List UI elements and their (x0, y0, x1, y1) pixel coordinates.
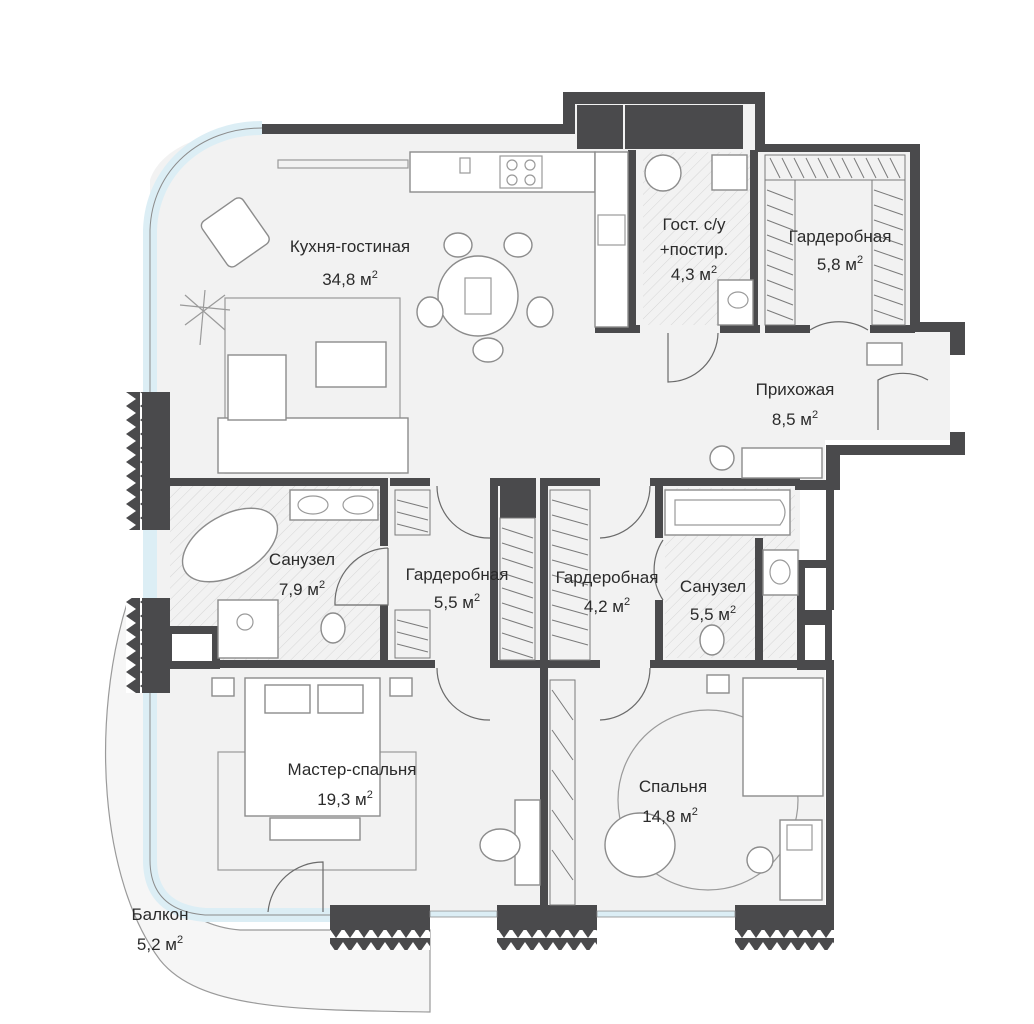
room-name-guest-wc: Гост. с/у (662, 215, 726, 234)
room-area-bathroom-left: 7,9 м2 (279, 579, 325, 599)
room-area-wardrobe-mid-right: 4,2 м2 (584, 596, 630, 616)
room-name-kitchen-living: Кухня-гостиная (290, 237, 410, 256)
doors (267, 321, 929, 913)
room-name-hallway: Прихожая (756, 380, 835, 399)
room-area-kitchen-living: 34,8 м2 (322, 269, 378, 289)
room-area-wardrobe-mid-left: 5,5 м2 (434, 592, 480, 612)
dining-set (416, 232, 554, 363)
room-area-hallway: 8,5 м2 (772, 409, 818, 429)
room-name-balcony: Балкон (131, 905, 188, 924)
room-area-bathroom-right: 5,5 м2 (690, 604, 736, 624)
room-name2-guest-wc: +постир. (660, 240, 729, 259)
room-area-balcony: 5,2 м2 (137, 934, 183, 954)
room-name-bathroom-right: Санузел (680, 577, 746, 596)
bathroom-right-fixtures (664, 489, 799, 656)
guest-wc-fixtures (644, 154, 754, 326)
room-area-bedroom: 14,8 м2 (642, 806, 698, 826)
living-room-furniture (179, 197, 409, 474)
room-name-wardrobe-mid-left: Гардеробная (406, 565, 509, 584)
hallway-furniture (709, 342, 903, 479)
room-area-guest-wc: 4,3 м2 (671, 264, 717, 284)
kitchen-counter (277, 151, 629, 328)
room-area-wardrobe-top: 5,8 м2 (817, 254, 863, 274)
room-name-master-bedroom: Мастер-спальня (287, 760, 416, 779)
room-area-master-bedroom: 19,3 м2 (317, 789, 373, 809)
master-bedroom-furniture (211, 677, 541, 886)
room-name-bathroom-left: Санузел (269, 550, 335, 569)
walls (126, 92, 965, 950)
wardrobe-units (394, 154, 906, 906)
bathroom-left-fixtures (181, 489, 379, 659)
room-name-wardrobe-top: Гардеробная (789, 227, 892, 246)
bedroom-furniture (604, 674, 824, 901)
room-labels: Кухня-гостиная 34,8 м2 Гост. с/у +постир… (131, 215, 891, 954)
room-name-wardrobe-mid-right: Гардеробная (556, 568, 659, 587)
room-name-bedroom: Спальня (639, 777, 707, 796)
